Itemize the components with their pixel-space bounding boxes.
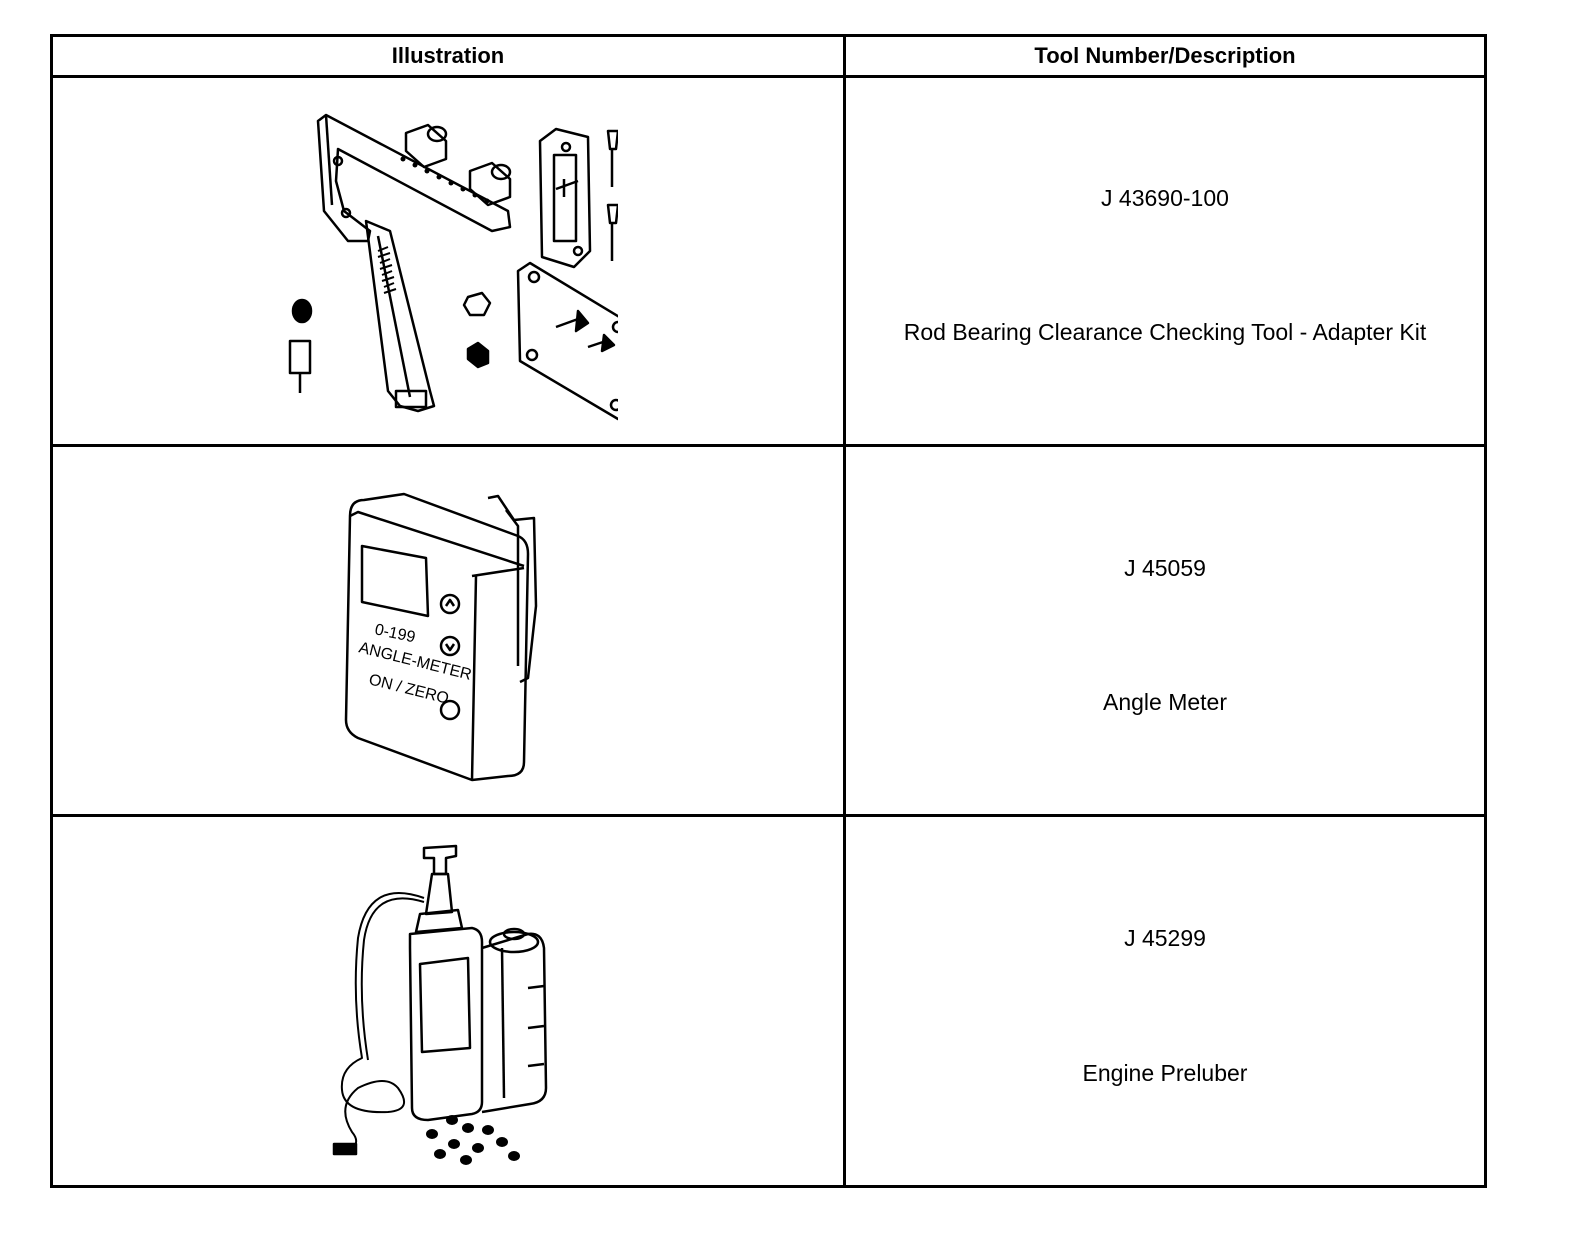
engine-preluber-illustration (332, 844, 548, 1165)
tool-description: Engine Preluber (1082, 1060, 1248, 1086)
header-divider (53, 75, 1484, 78)
tool-number: J 45059 (1124, 555, 1206, 581)
adapter-kit-illustration (288, 113, 618, 421)
table-row-illustration (53, 817, 843, 1188)
header-illustration: Illustration (391, 43, 505, 68)
tool-number: J 43690-100 (1101, 185, 1229, 211)
table-row-illustration: 0-199 ANGLE-METER ON / ZERO (53, 447, 843, 814)
angle-meter-illustration: 0-199 ANGLE-METER ON / ZERO (344, 492, 538, 781)
row-divider (53, 814, 1484, 817)
table-row: J 45059 Angle Meter (846, 447, 1484, 814)
device-range-label: 0-199 (373, 621, 417, 646)
header-tool-number: Tool Number/Description (1034, 43, 1296, 68)
row-divider (53, 444, 1484, 447)
tool-number: J 45299 (1124, 925, 1206, 951)
tool-description: Angle Meter (1102, 689, 1227, 715)
device-button-label: ON / ZERO (367, 671, 450, 707)
table-row: J 45299 Engine Preluber (846, 817, 1484, 1188)
special-tools-table: Illustration Tool Number/Description (50, 34, 1487, 1188)
tool-description: Rod Bearing Clearance Checking Tool - Ad… (903, 319, 1427, 345)
table-row: J 43690-100 Rod Bearing Clearance Checki… (846, 78, 1484, 444)
column-divider (843, 37, 846, 1185)
table-row-illustration (53, 78, 843, 444)
